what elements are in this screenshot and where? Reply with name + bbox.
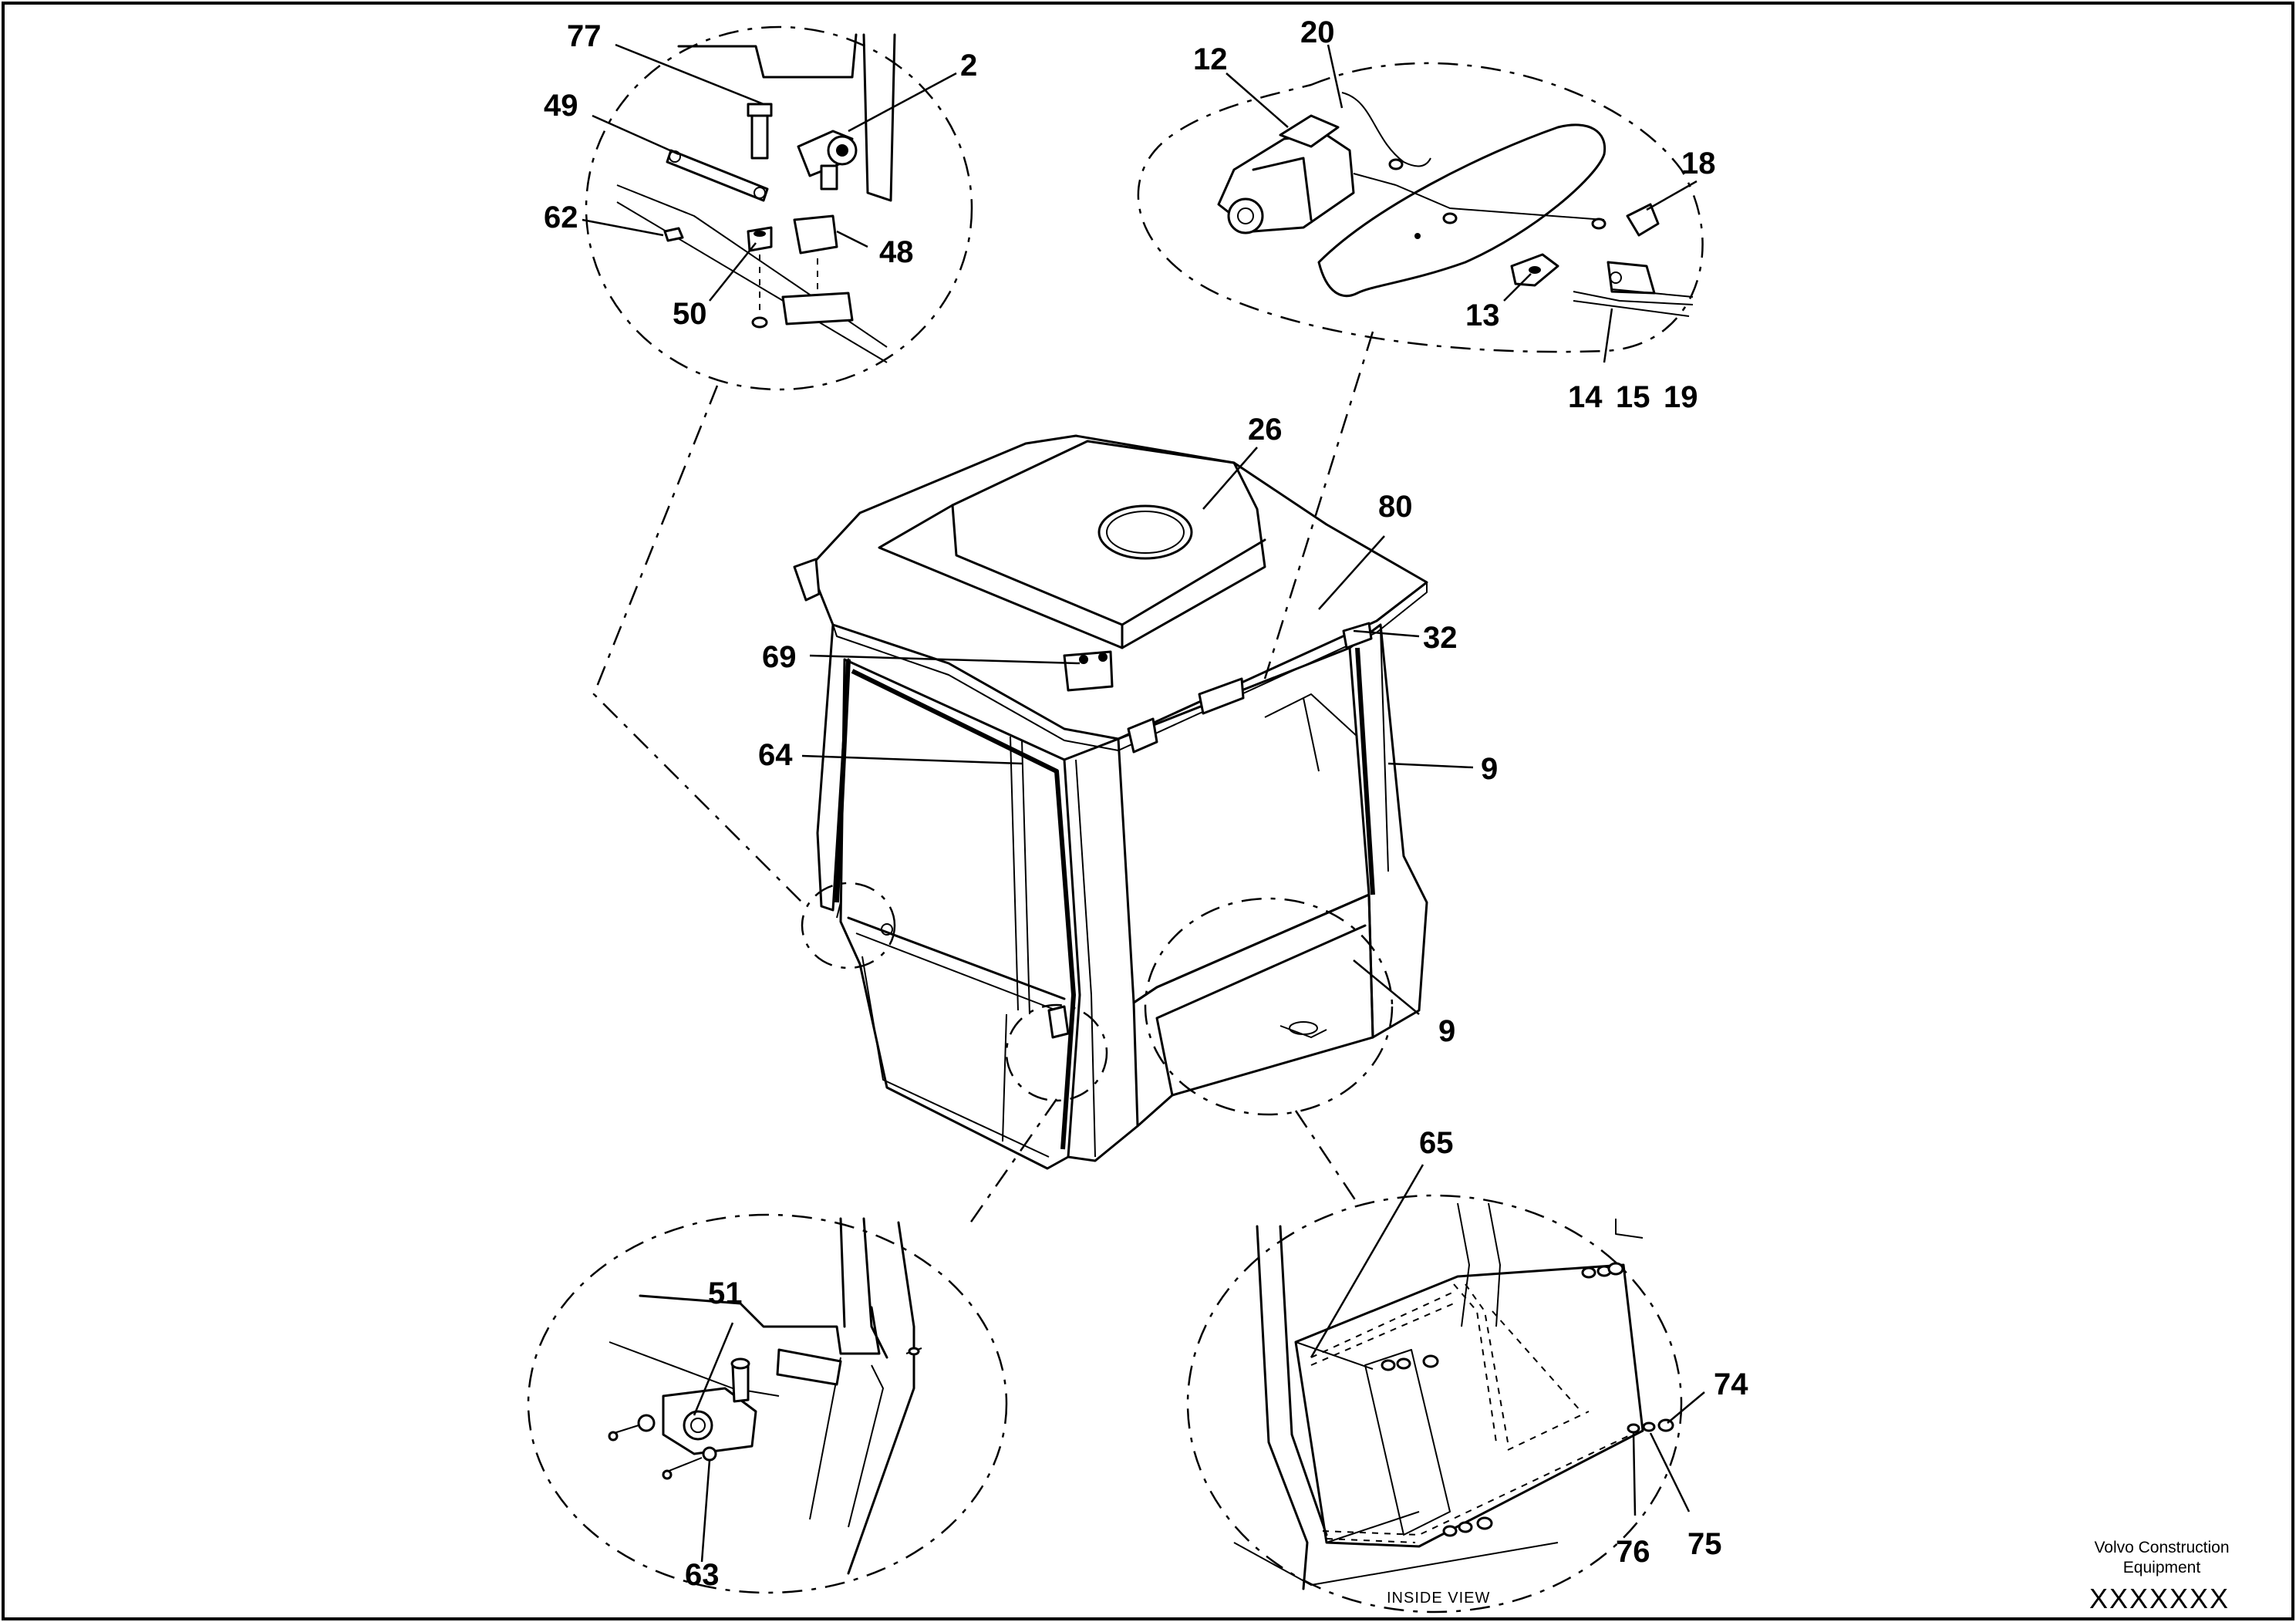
callout-26: 26 — [1248, 413, 1283, 447]
cab-callout-ring-lower-left — [801, 882, 896, 969]
callout-65: 65 — [1419, 1126, 1454, 1160]
roof-hatch-circle — [1097, 504, 1193, 560]
callout-80: 80 — [1378, 490, 1413, 524]
inside-view-label: INSIDE VIEW — [1387, 1590, 1490, 1607]
callout-leaders — [582, 43, 1705, 1563]
striker-block-48 — [793, 214, 838, 255]
roof-light-center — [1198, 677, 1245, 715]
callout-2: 2 — [960, 49, 977, 83]
detail-ring-bottom-right — [1186, 1194, 1683, 1614]
detail-door-latch — [608, 1217, 922, 1575]
cab-lower-body — [1132, 893, 1374, 1128]
part-number: XXXXXXX — [2089, 1583, 2230, 1614]
callout-63: 63 — [685, 1558, 720, 1592]
callout-49: 49 — [544, 89, 578, 123]
callout-69: 69 — [762, 640, 797, 674]
callout-20: 20 — [1300, 15, 1335, 49]
callout-15: 15 — [1616, 380, 1650, 414]
washer-76 — [1627, 1423, 1640, 1434]
nut-74 — [1657, 1418, 1674, 1432]
callout-9-upper: 9 — [1481, 752, 1498, 786]
wiper-cable-20 — [1341, 92, 1431, 167]
detail-rear-panel-inside — [1233, 1202, 1674, 1590]
callout-12: 12 — [1193, 42, 1228, 76]
callout-64: 64 — [758, 738, 793, 772]
callout-74: 74 — [1714, 1367, 1748, 1401]
detail-ring-bottom-left — [527, 1213, 1008, 1594]
callout-77: 77 — [567, 19, 602, 53]
company-name: Volvo Construction — [2094, 1539, 2229, 1556]
cab-pillar-front-right — [1063, 737, 1139, 1162]
detail-ring-top-right — [1137, 62, 1704, 353]
callout-13: 13 — [1465, 298, 1500, 332]
roof-module — [878, 440, 1266, 649]
cab-pillar-front-left — [816, 623, 850, 912]
callout-19: 19 — [1664, 380, 1698, 414]
wiper-connector-18 — [1626, 203, 1660, 237]
rear-panel-65 — [1294, 1263, 1644, 1548]
callout-75: 75 — [1687, 1527, 1722, 1561]
wiper-arm-cover — [1317, 123, 1607, 298]
company-name-line2: Equipment — [2123, 1559, 2201, 1576]
detail-ring-top-left — [585, 25, 973, 391]
plate-62 — [663, 227, 684, 242]
lockwasher-75 — [1642, 1421, 1656, 1432]
callout-50: 50 — [673, 297, 707, 331]
cab-assembly — [793, 434, 1428, 1170]
callout-76: 76 — [1616, 1535, 1650, 1569]
hinge-bar-49 — [666, 149, 769, 202]
callout-14: 14 — [1568, 380, 1603, 414]
callout-62: 62 — [544, 201, 578, 234]
title-block: Volvo Construction Equipment XXXXXXX — [2089, 1539, 2230, 1614]
callout-9-lower: 9 — [1438, 1014, 1455, 1048]
roof-bracket-69 — [1063, 650, 1114, 692]
cab-callout-ring-lower-right — [1144, 897, 1394, 1116]
callout-numbers: 77 2 49 62 48 50 12 20 18 13 14 15 19 26… — [544, 15, 1748, 1607]
callout-48: 48 — [879, 235, 914, 269]
detail-wiper-motor — [1217, 92, 1694, 317]
callout-32: 32 — [1423, 621, 1458, 655]
callout-18: 18 — [1681, 147, 1716, 180]
callout-51: 51 — [708, 1276, 743, 1310]
roof-light-right — [1342, 622, 1373, 649]
detail-door-lock — [616, 33, 896, 363]
roof-light-left — [1127, 717, 1158, 754]
front-door-frame — [839, 658, 1081, 1170]
